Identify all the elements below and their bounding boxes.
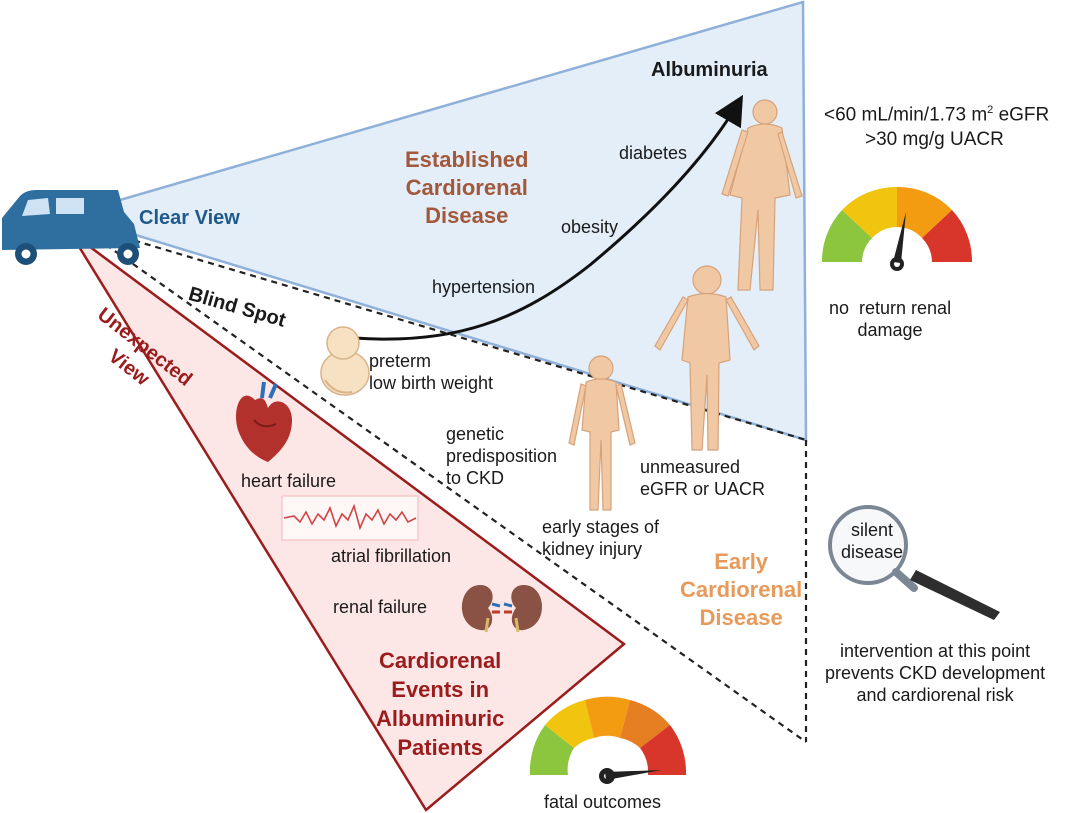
albuminuria-label: Albuminuria bbox=[651, 59, 768, 81]
ecg-icon bbox=[281, 495, 419, 541]
kidney-icon bbox=[461, 585, 543, 633]
trend-arrow-icon bbox=[354, 94, 744, 341]
renal-failure-label: renal failure bbox=[333, 597, 428, 617]
preterm-label: preterm low birth weight bbox=[369, 351, 494, 393]
fatal-gauge-icon bbox=[529, 696, 687, 784]
events-label: Cardiorenal Events in Albuminuric Patien… bbox=[376, 648, 505, 760]
early-stages-label: early stages of kidney injury bbox=[542, 517, 660, 559]
egfr-sup: 2 bbox=[987, 104, 994, 116]
early-disease-label: Early Cardiorenal Disease bbox=[680, 549, 803, 630]
hypertension-label: hypertension bbox=[432, 277, 536, 297]
car-icon bbox=[2, 190, 140, 265]
elderly-icon bbox=[721, 99, 803, 291]
adult-icon bbox=[654, 265, 760, 451]
intervention-label: intervention at this point prevents CKD … bbox=[825, 641, 1046, 705]
child-icon bbox=[568, 355, 636, 511]
silent-disease-label: silent disease bbox=[841, 520, 904, 562]
unmeasured-label: unmeasured eGFR or UACR bbox=[640, 457, 766, 499]
atrial-fibrillation-label: atrial fibrillation bbox=[331, 546, 452, 566]
heart-icon bbox=[235, 381, 292, 462]
fetus-icon bbox=[320, 326, 370, 396]
blind-spot-lower-border bbox=[87, 231, 807, 743]
diabetes-label: diabetes bbox=[619, 143, 688, 163]
egfr-suffix: eGFR bbox=[993, 104, 1050, 126]
fatal-outcomes-label: fatal outcomes bbox=[544, 792, 662, 812]
egfr-text: <60 mL/min/1.73 m bbox=[824, 104, 988, 126]
blind-spot-upper-border bbox=[91, 226, 807, 442]
clear-view-label: Clear View bbox=[139, 207, 240, 229]
heart-failure-label: heart failure bbox=[241, 471, 337, 491]
magnifier-icon bbox=[828, 505, 1000, 620]
genetic-label: genetic predisposition to CKD bbox=[446, 424, 558, 488]
gauge-icon bbox=[821, 186, 973, 271]
egfr-threshold-label: <60 mL/min/1.73 m2 eGFR bbox=[824, 99, 1049, 126]
obesity-label: obesity bbox=[561, 217, 619, 237]
uacr-threshold-label: >30 mg/g UACR bbox=[865, 129, 1004, 150]
established-disease-label: Established Cardiorenal Disease bbox=[405, 147, 529, 228]
no-return-label: no return renal damage bbox=[829, 298, 952, 340]
